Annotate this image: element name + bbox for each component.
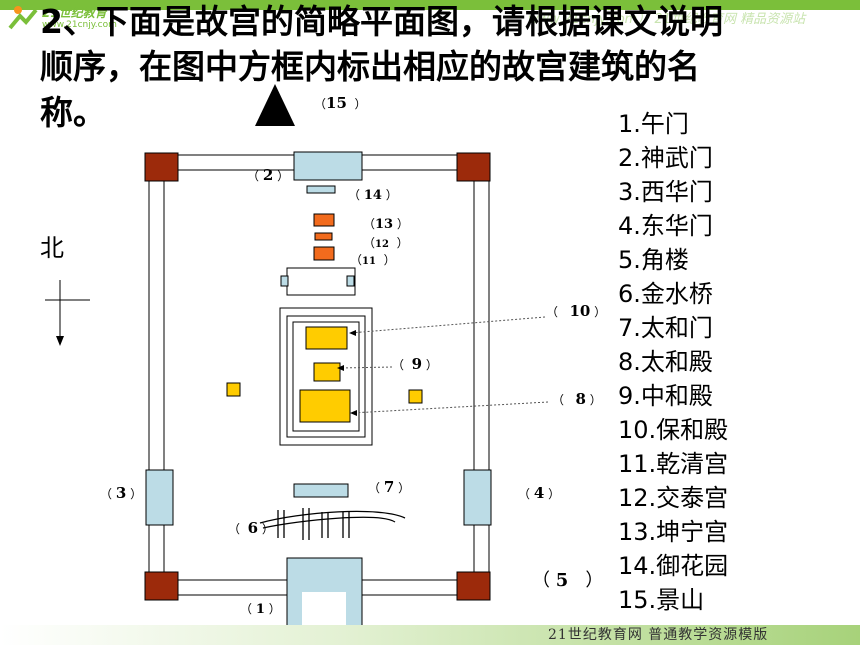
qianqing-gate (286, 267, 356, 296)
legend-item: 9.中和殿 (618, 382, 713, 410)
corner-tower-ne (456, 152, 491, 182)
footer-band (0, 625, 860, 645)
header-bar (0, 0, 860, 10)
imperial-garden (306, 185, 336, 194)
legend-item: 1.午门 (618, 110, 689, 138)
zhonghe-hall (313, 362, 341, 382)
west-pavilion (226, 382, 241, 397)
qianqing-palace (313, 246, 335, 261)
legend-item: 6.金水桥 (618, 280, 713, 308)
qianqing-gate-side-left (280, 275, 289, 287)
north-arrow-icon (255, 84, 295, 126)
jinshui-bridge (259, 508, 406, 540)
logo-icon (8, 6, 38, 30)
legend-item: 11.乾清宫 (618, 450, 729, 478)
terrace-inner (292, 321, 360, 432)
logo-text: 21世纪教育 (42, 6, 107, 20)
map-label-2: （ 2 ） (247, 166, 290, 184)
corner-tower-sw (144, 571, 179, 601)
outer-court-enclosure (279, 307, 373, 446)
corner-tower-se (456, 571, 491, 601)
question-title-line-1: 2、下面是故宫的简略平面图，请根据课文说明 (40, 2, 723, 41)
legend-item: 12.交泰宫 (618, 484, 729, 512)
west-gate (145, 469, 174, 526)
map-label-1: （ 1 ） (240, 602, 281, 617)
map-label-12: （12 ） (363, 236, 409, 250)
baohe-hall (305, 326, 348, 350)
north-label: 北 (40, 234, 64, 262)
legend-item: 15.景山 (618, 586, 705, 614)
legend-item: 2.神武门 (618, 144, 713, 172)
legend-item: 5.角楼 (618, 246, 689, 274)
legend-item: 10.保和殿 (618, 416, 729, 444)
map-label-3: （ 3 ） (100, 484, 143, 502)
taihe-hall (299, 389, 351, 423)
question-title-line-3: 称。 (40, 93, 106, 132)
legend-item: 4.东华门 (618, 212, 713, 240)
map-label-14: （ 14 ） (348, 188, 398, 203)
north-gate (293, 151, 363, 181)
header-deco-text: www.21cnjy.com） 21世纪教育网 精品资源站 (528, 12, 806, 27)
taihe-gate (293, 483, 349, 498)
map-label-11: （11 ） (350, 253, 396, 267)
legend-item: 8.太和殿 (618, 348, 713, 376)
legend-item: 13.坤宁宫 (618, 518, 729, 546)
kunning-palace (313, 213, 335, 227)
map-label-6: （ 6 ） (228, 519, 274, 537)
compass-cross-icon (45, 280, 90, 346)
legend-item: 7.太和门 (618, 314, 713, 342)
logo-url: www.21cnjy.com (42, 20, 117, 30)
east-pavilion (408, 389, 423, 404)
leader-lines (339, 316, 549, 414)
qianqing-gate-side-right (346, 275, 355, 287)
terrace-outer (286, 315, 366, 438)
east-gate (463, 469, 492, 526)
map-label-10: （ 10 ） (546, 302, 607, 320)
map-label-8: （ 8 ） (552, 390, 602, 408)
map-label-5: （ 5 ） (532, 570, 604, 591)
legend-item: 3.西华门 (618, 178, 713, 206)
map-label-13: （13 ） (363, 217, 409, 232)
question-title-line-2: 顺序，在图中方框内标出相应的故宫建筑的名 (40, 47, 700, 86)
corner-tower-nw (144, 152, 179, 182)
legend-item: 14.御花园 (618, 552, 729, 580)
map-label-15: （15 ） (314, 94, 367, 112)
jiaotai-hall (314, 232, 333, 241)
map-label-4: （ 4 ） (518, 484, 561, 502)
footer-text: 21世纪教育网 普通教学资源模版 (548, 627, 769, 643)
map-label-9: （ 9 ） (392, 355, 438, 373)
map-label-7: （ 7 ） (368, 478, 411, 496)
